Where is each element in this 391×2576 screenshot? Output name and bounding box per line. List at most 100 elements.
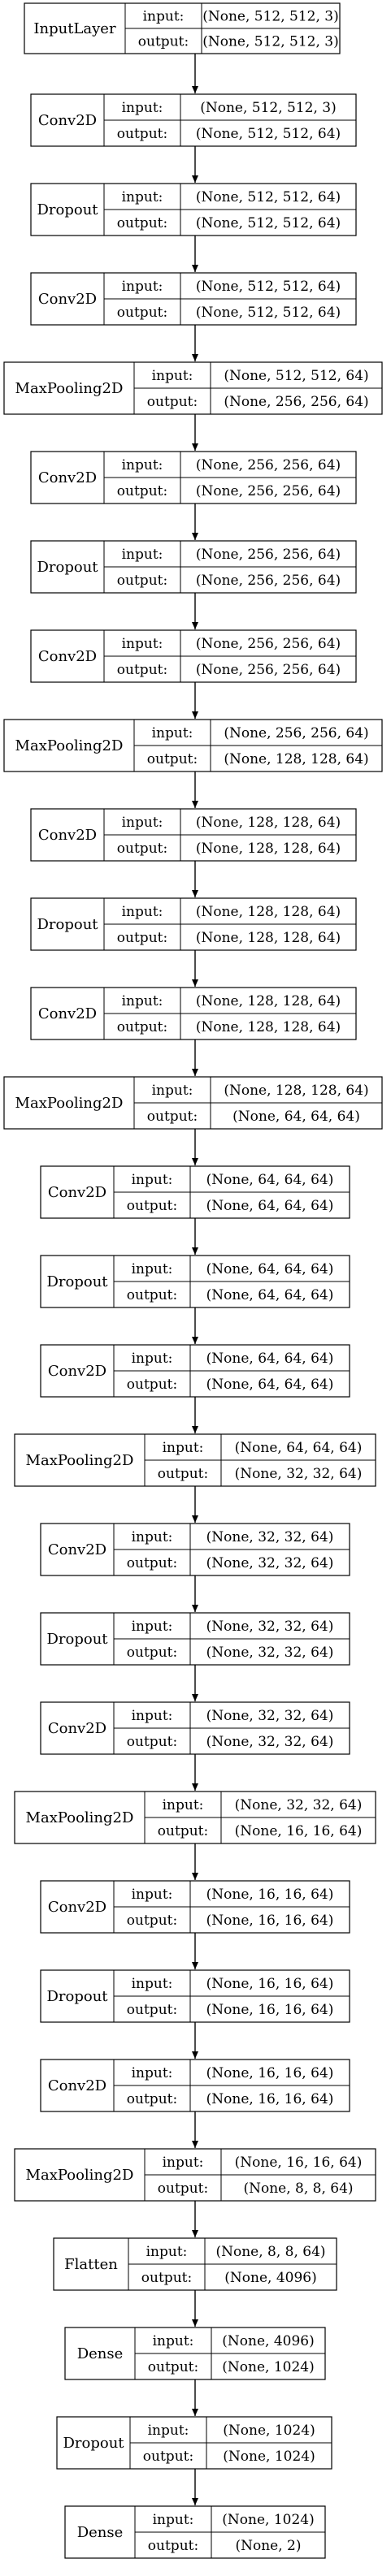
input-shape: (None, 512, 512, 3) [202,9,339,25]
input-shape: (None, 128, 128, 64) [224,1083,368,1099]
output-shape: (None, 32, 32, 64) [235,1466,363,1482]
input-label: input: [152,368,193,384]
output-shape: (None, 64, 64, 64) [206,1287,334,1303]
output-label: output: [158,2181,208,2197]
input-shape: (None, 32, 32, 64) [206,1529,334,1545]
input-shape: (None, 32, 32, 64) [235,1797,363,1813]
output-shape: (None, 32, 32, 64) [206,1734,334,1750]
layer-type-label: Dropout [37,916,98,933]
output-label: output: [117,215,167,231]
input-label: input: [122,547,163,563]
output-shape: (None, 16, 16, 64) [206,2091,334,2107]
output-shape: (None, 512, 512, 64) [196,305,341,321]
input-label: input: [122,279,163,295]
output-shape: (None, 512, 512, 64) [196,215,341,231]
output-shape: (None, 16, 16, 64) [206,1913,334,1929]
input-label: input: [153,2512,194,2528]
output-label: output: [117,930,167,946]
output-label: output: [127,1734,177,1750]
layer-type-label: Dropout [37,201,98,218]
input-label: input: [122,100,163,116]
output-label: output: [117,126,167,142]
output-shape: (None, 32, 32, 64) [206,1645,334,1661]
layer-type-label: Conv2D [38,827,97,844]
layer-node: Dropout input: output: (None, 512, 512, 64)… [30,183,357,236]
output-label: output: [143,2448,193,2465]
input-shape: (None, 64, 64, 64) [206,1351,334,1367]
input-shape: (None, 1024) [223,2423,315,2439]
layer-type-label: Conv2D [38,469,97,486]
input-label: input: [143,9,185,25]
layer-type-label: MaxPooling2D [15,380,124,397]
output-label: output: [117,1019,167,1035]
layer-type-label: MaxPooling2D [15,737,124,754]
layer-type-label: Dropout [37,559,98,576]
output-shape: (None, 512, 512, 3) [202,34,339,50]
input-label: input: [132,1976,173,1992]
output-shape: (None, 16, 16, 64) [235,1823,363,1839]
input-shape: (None, 256, 256, 64) [196,547,341,563]
input-shape: (None, 16, 16, 64) [235,2155,363,2171]
output-label: output: [148,2359,198,2375]
input-label: input: [122,815,163,831]
input-label: input: [132,1619,173,1635]
layer-type-label: MaxPooling2D [26,2167,134,2184]
output-label: output: [117,573,167,589]
output-shape: (None, 256, 256, 64) [224,394,368,410]
layer-type-label: Dropout [63,2435,124,2452]
layer-type-label: Conv2D [48,1899,106,1916]
input-label: input: [132,1261,173,1277]
input-label: input: [132,1708,173,1724]
output-shape: (None, 1024) [222,2359,314,2375]
input-shape: (None, 64, 64, 64) [206,1172,334,1188]
output-shape: (None, 16, 16, 64) [206,2002,334,2018]
layer-type-label: Conv2D [48,1363,106,1380]
output-shape: (None, 2) [235,2538,301,2554]
input-shape: (None, 256, 256, 64) [196,636,341,652]
input-shape: (None, 32, 32, 64) [206,1619,334,1635]
output-shape: (None, 128, 128, 64) [224,751,368,767]
output-shape: (None, 8, 8, 64) [243,2181,353,2197]
output-shape: (None, 128, 128, 64) [196,930,341,946]
output-shape: (None, 256, 256, 64) [196,573,341,589]
layer-type-label: Dropout [46,1988,108,2005]
input-label: input: [146,2244,188,2260]
output-label: output: [117,841,167,857]
layer-node: Flatten input: output: (None, 8, 8, 64) (Non… [53,2237,337,2291]
layer-type-label: Dense [77,2524,124,2541]
input-label: input: [132,1529,173,1545]
input-shape: (None, 4096) [222,2333,314,2349]
layer-type-label: Conv2D [38,648,97,665]
input-label: input: [152,1083,193,1099]
layer-type-label: MaxPooling2D [26,1452,134,1469]
input-label: input: [132,1172,173,1188]
input-label: input: [163,1797,204,1813]
output-shape: (None, 4096) [224,2270,316,2286]
layer-type-label: Flatten [64,2256,118,2273]
layer-type-label: Conv2D [38,291,97,308]
output-label: output: [141,2270,192,2286]
input-label: input: [122,993,163,1009]
input-shape: (None, 64, 64, 64) [235,1440,363,1456]
output-label: output: [127,1198,177,1214]
input-label: input: [122,189,163,205]
output-label: output: [117,662,167,678]
input-label: input: [132,2065,173,2081]
input-shape: (None, 8, 8, 64) [215,2244,325,2260]
output-label: output: [127,1645,177,1661]
